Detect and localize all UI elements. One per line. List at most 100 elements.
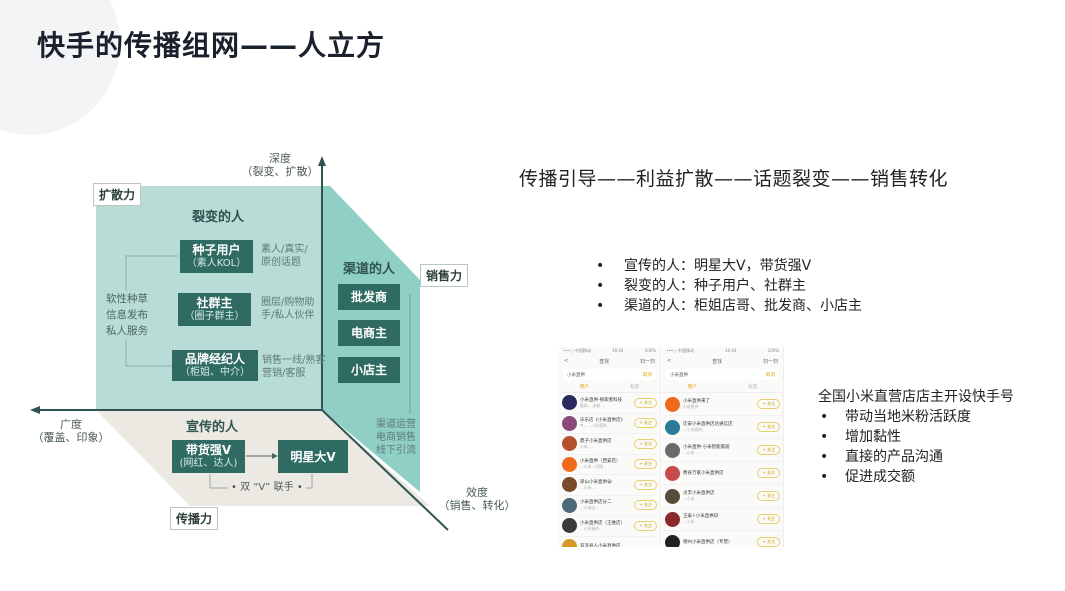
sales-tag: 销售力 (420, 264, 469, 287)
follow-button[interactable]: + 关注 (757, 491, 780, 501)
follow-button[interactable]: + 关注 (634, 500, 657, 511)
sales-influencer-box: 带货强V (网红、达人) (172, 440, 245, 473)
follow-button[interactable]: + 关注 (757, 399, 780, 409)
user-row[interactable]: 鼎子小米直供店小米 …+ 关注 (559, 434, 660, 455)
search-input[interactable]: 小米直供 取消 (563, 369, 656, 380)
avatar (562, 538, 577, 547)
user-row[interactable]: 小米直供-探索者科技喜欢… 米粉…+ 关注 (559, 393, 660, 414)
tab-tags[interactable]: 标签 (748, 385, 758, 390)
diffusion-tag: 扩散力 (93, 183, 142, 206)
follow-button[interactable]: + 关注 (757, 514, 780, 524)
user-row[interactable]: 费县万家小米直供店+ 关注 (662, 462, 783, 485)
breadth-axis-label: 广度 （覆盖、印象） (32, 418, 110, 444)
search-input[interactable]: 小米直供 取消 (666, 369, 779, 380)
nav-title: 查找 (599, 358, 610, 365)
seed-user-note: 素人/真实/ 原创话题 (261, 244, 308, 268)
follow-button[interactable]: + 关注 (634, 438, 657, 449)
nav-title: 查找 (712, 358, 723, 365)
follow-button[interactable]: + 关注 (634, 459, 657, 470)
channel-title: 渠道的人 (343, 262, 396, 277)
avatar (665, 511, 680, 527)
list-item: •增加黏性 (820, 429, 901, 445)
page-title: 快手的传播组网——人立方 (37, 29, 386, 62)
tab-tags[interactable]: 标签 (630, 385, 640, 390)
follow-button[interactable]: + 关注 (757, 468, 780, 478)
brand-agent-note: 销售一线/熟客 营销/客服 (262, 355, 326, 379)
user-row[interactable]: 小米直供店分二…小米店…+ 关注 (559, 496, 660, 516)
community-owner-box: 社群主 （圈子群主） (178, 293, 251, 326)
avatar (562, 497, 577, 513)
user-row[interactable]: 王泰✌小米直供🐱…小米…+ 关注 (662, 508, 783, 531)
list-item: •裂变的人：种子用户、社群主 (596, 278, 806, 294)
list-item: •直接的产品沟通 (820, 449, 943, 465)
user-row[interactable]: 小米直供-小米智能家居…小米…+ 关注 (662, 439, 783, 462)
user-row[interactable]: 小米直供（西安店）…小米…代理…+ 关注 (559, 455, 660, 475)
avatar (562, 415, 577, 431)
roles-list: •宣传的人：明星大V，带货强V •裂变的人：种子用户、社群主 •渠道的人：柜姐店… (596, 256, 862, 316)
spread-tag: 传播力 (170, 507, 219, 530)
avatar (665, 488, 680, 504)
ecommerce-owner-box: 电商主 (338, 320, 400, 346)
small-shop-owner-box: 小店主 (338, 357, 400, 383)
avatar (665, 419, 680, 435)
user-row[interactable]: 小米直供来了小米直供+ 关注 (662, 393, 783, 416)
follow-button[interactable]: + 关注 (757, 422, 780, 432)
user-row[interactable]: 小米直供店（王维店）…小米直供…+ 关注 (559, 516, 660, 537)
efficiency-axis-label: 效度 （销售、转化） (438, 486, 516, 512)
list-item: •宣传的人：明星大V，带货强V (596, 258, 812, 274)
avatar (665, 396, 680, 412)
people-cube-diagram: 深度 （裂变、扩散） 广度 （覆盖、印象） 效度 （销售、转化） 扩散力 销售力… (30, 152, 516, 531)
avatar (562, 395, 577, 411)
brand-agent-box: 品牌经纪人 （柜姐、中介） (172, 350, 258, 381)
celebrity-box: 明星大V (278, 440, 348, 473)
tab-bar: 用户 标签 (559, 382, 660, 393)
arrow-left-icon (30, 406, 40, 414)
avatar (562, 436, 577, 452)
user-row[interactable]: 梁山小米直供😀…小米…+ 关注 (559, 475, 660, 496)
avatar (562, 477, 577, 493)
user-row[interactable]: 迁安小米直供店达通信店…小米直供…+ 关注 (662, 416, 783, 439)
follow-button[interactable]: + 关注 (634, 479, 657, 490)
tab-users[interactable]: 用户 (579, 385, 589, 390)
fission-title: 裂变的人 (192, 210, 245, 225)
tab-bar: 用户 标签 (662, 382, 783, 393)
back-icon[interactable]: < (667, 358, 672, 364)
avatar (665, 534, 680, 547)
v-link-label: • 双 “V” 联手 • (228, 481, 306, 494)
follow-button[interactable]: + 关注 (757, 537, 780, 547)
follow-button[interactable]: + 关注 (634, 418, 657, 429)
follow-button[interactable]: + 关注 (757, 445, 780, 455)
follow-button[interactable]: + 关注 (634, 520, 657, 531)
avatar (665, 442, 680, 458)
back-icon[interactable]: < (564, 358, 569, 364)
scan-button[interactable]: 扫一扫 (639, 358, 655, 365)
user-row[interactable]: 双流县人小米直供店 (559, 537, 660, 547)
cancel-button[interactable]: 取消 (766, 372, 775, 378)
fission-side-note: 软性种草 信息发布 私人服务 (102, 291, 152, 339)
xiaomi-case-list: 全国小米直营店店主开设快手号 •带动当地米粉活跃度 •增加黏性 •直接的产品沟通… (818, 387, 1014, 487)
list-item: •带动当地米粉活跃度 (820, 409, 971, 425)
depth-axis-label: 深度 （裂变、扩散） (241, 152, 319, 178)
user-row[interactable]: 乐乐店《小米直供店》专，…小米直供…+ 关注 (559, 414, 660, 434)
user-row[interactable]: 德州小米直供店（专营）+ 关注 (662, 531, 783, 547)
seed-user-box: 种子用户 （素人KOL） (180, 240, 253, 273)
xiaomi-heading: 全国小米直营店店主开设快手号 (818, 389, 1014, 405)
avatar (562, 518, 577, 534)
scan-button[interactable]: 扫一扫 (762, 358, 778, 365)
arrow-right-icon (272, 453, 278, 459)
community-owner-note: 圈层/购物助 手/私人伙伴 (261, 297, 315, 321)
cancel-button[interactable]: 取消 (643, 372, 652, 378)
tab-users[interactable]: 用户 (687, 385, 697, 390)
follow-button[interactable]: + 关注 (634, 397, 657, 408)
user-row[interactable]: 贞丰小米直供店…小米…+ 关注 (662, 485, 783, 508)
efficiency-axis (321, 409, 449, 531)
nav-bar: < 查找 扫一扫 (662, 355, 783, 367)
arrow-up-icon (318, 156, 326, 166)
wholesaler-box: 批发商 (338, 284, 400, 310)
avatar (562, 456, 577, 472)
funnel-flow-text: 传播引导——利益扩散——话题裂变——销售转化 (519, 168, 949, 190)
